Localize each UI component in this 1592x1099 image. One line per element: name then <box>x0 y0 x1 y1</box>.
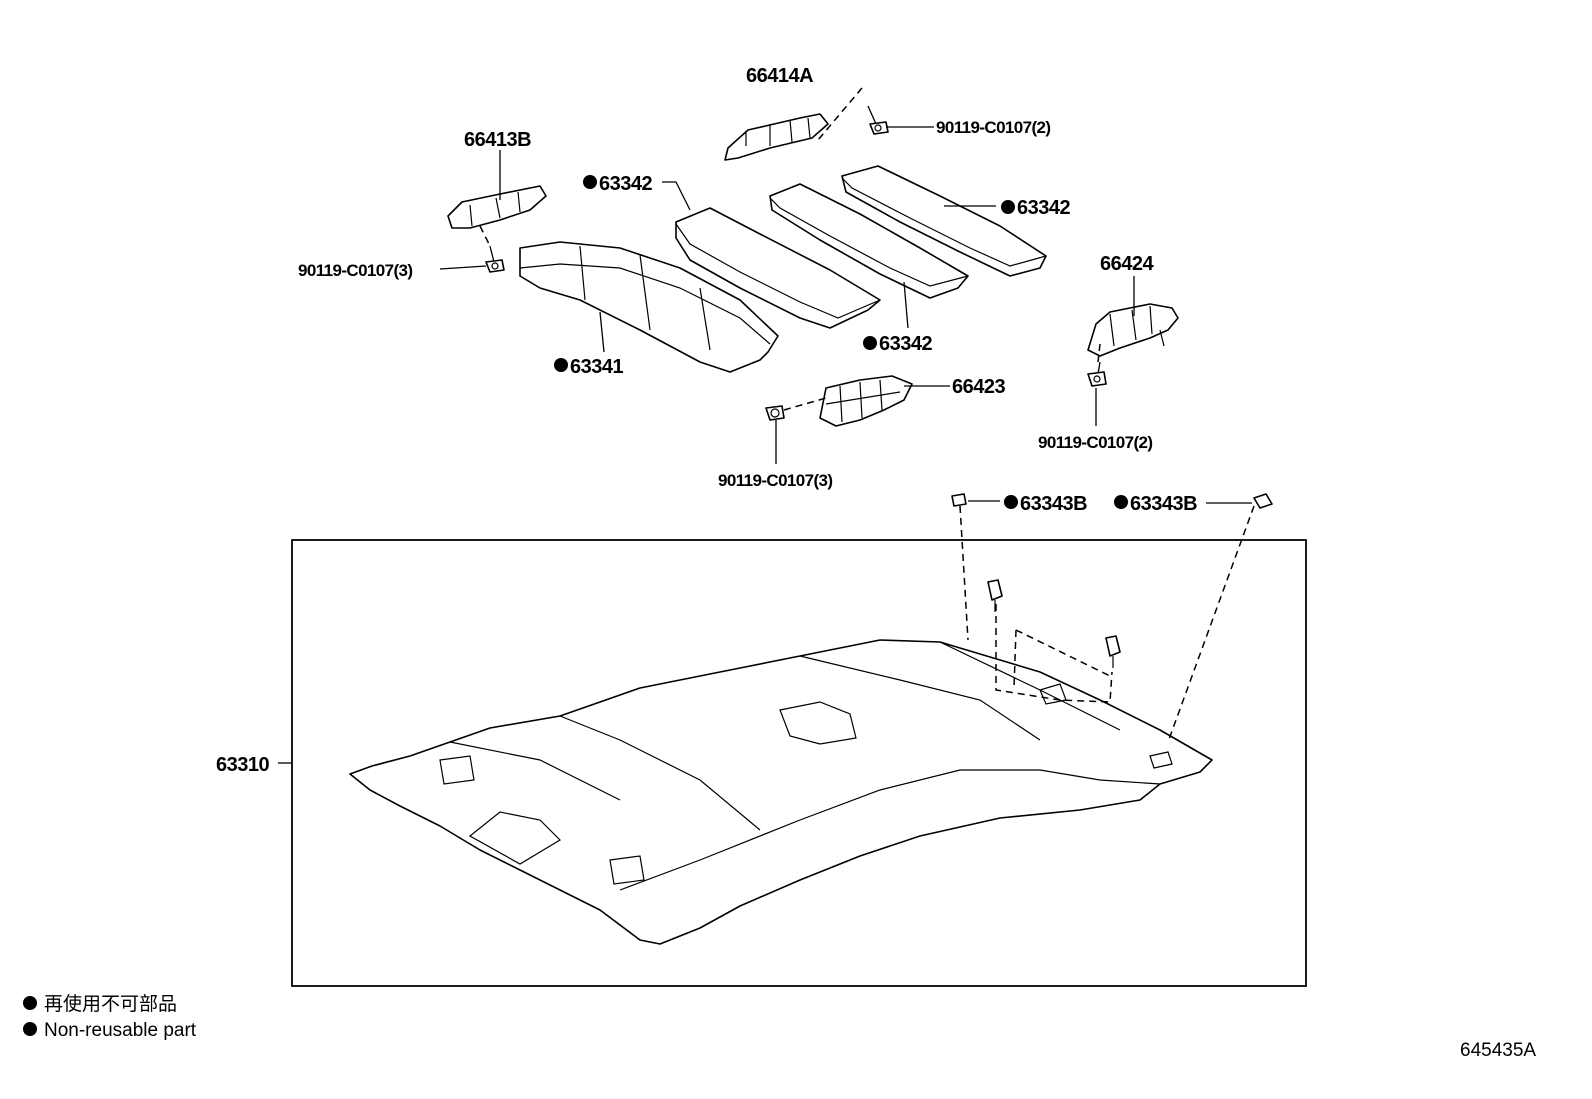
legend-line-jp: 再使用不可部品 <box>44 993 177 1015</box>
bracket-66423 <box>819 375 913 427</box>
label-bolt-left: 90119-C0107(3) <box>298 261 412 280</box>
leader-lines <box>278 126 1252 764</box>
label-63342-center: 63342 <box>879 333 932 355</box>
label-63343B-right: 63343B <box>1130 493 1197 515</box>
bracket-66414A <box>724 113 829 161</box>
bracket-66413B <box>447 185 547 229</box>
assembly-lines <box>479 87 1255 743</box>
label-66413B: 66413B <box>464 129 531 151</box>
legend-dot-icon <box>23 1022 37 1036</box>
headliner-63310 <box>349 639 1213 945</box>
label-bolt-top: 90119-C0107(2) <box>936 118 1050 137</box>
label-66423: 66423 <box>952 376 1005 398</box>
legend-dot-icon <box>23 996 37 1010</box>
label-63310: 63310 <box>216 754 269 776</box>
clip-63343B-right <box>1253 493 1273 509</box>
legend: 再使用不可部品 Non-reusable part <box>23 993 197 1041</box>
label-bolt-right: 90119-C0107(2) <box>1038 433 1152 452</box>
label-63341: 63341 <box>570 356 623 378</box>
bolt-icon-center <box>765 405 785 421</box>
pad-63342-middle <box>675 207 881 329</box>
label-63342-right: 63342 <box>1017 197 1070 219</box>
label-66424: 66424 <box>1100 253 1154 275</box>
label-63342-middle: 63342 <box>599 173 652 195</box>
non-reusable-markers <box>554 175 1128 509</box>
clip-63343B-left <box>951 493 967 507</box>
pad-63341 <box>519 241 779 373</box>
label-66414A: 66414A <box>746 65 813 87</box>
bolt-icon-right <box>1087 361 1107 387</box>
figure-id: 645435A <box>1460 1040 1536 1061</box>
legend-line-en: Non-reusable part <box>44 1020 197 1041</box>
bolt-icon-top <box>867 105 889 135</box>
pad-63342-center <box>769 183 969 299</box>
label-bolt-center: 90119-C0107(3) <box>718 471 832 490</box>
pad-63342-right <box>841 165 1047 277</box>
bolt-icon-left <box>485 245 505 273</box>
label-63343B-left: 63343B <box>1020 493 1087 515</box>
bracket-66424 <box>1087 303 1179 357</box>
push-clip-right <box>1105 635 1121 668</box>
push-clip-left <box>987 579 1003 612</box>
